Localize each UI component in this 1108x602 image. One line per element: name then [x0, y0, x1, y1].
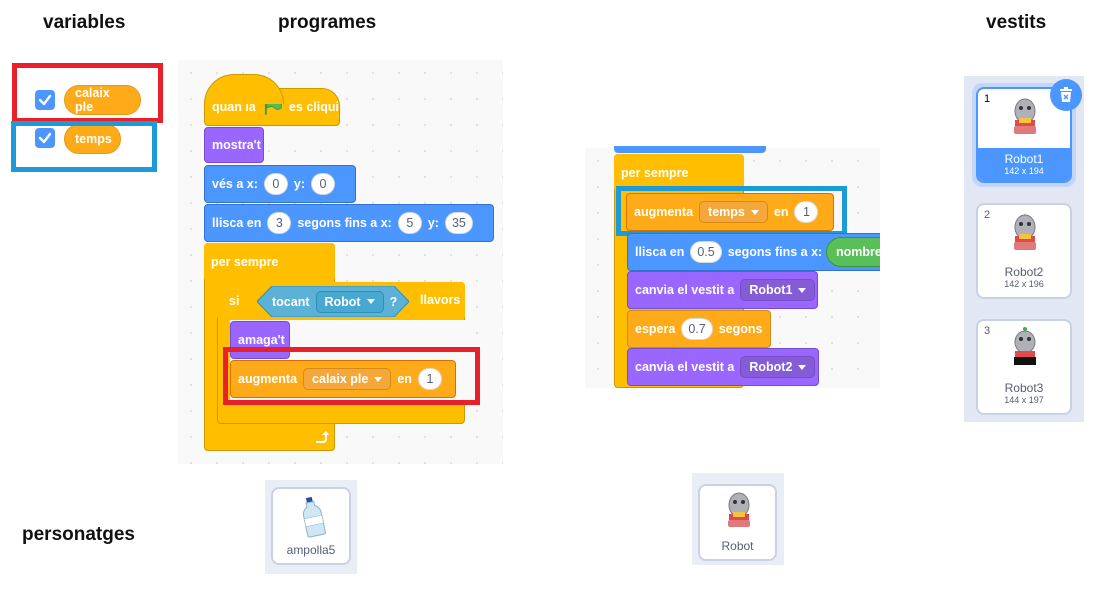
costume-tile-robot1[interactable]: 1 Robot1 142 x 194 — [976, 87, 1072, 183]
change-en: en — [397, 372, 412, 386]
switch1-label: canvia el vestit a — [635, 283, 735, 297]
change-temps-block[interactable]: augmenta temps en 1 — [626, 193, 834, 231]
personatges-heading: personatges — [22, 524, 135, 545]
forever-label-1: per sempre — [204, 243, 335, 281]
highlight-box-change-calaix — [223, 347, 480, 405]
if-then-label: llavors — [420, 293, 461, 307]
wait-secs-input[interactable]: 0.7 — [681, 318, 713, 340]
hat-suffix: es cliqui — [288, 100, 339, 114]
costume-number: 3 — [984, 325, 991, 337]
variables-heading: variables — [43, 12, 126, 33]
glide2-secs-input[interactable]: 0.5 — [690, 241, 722, 263]
sprite-name: ampolla5 — [286, 543, 336, 557]
sprite-tile-robot[interactable]: Robot — [698, 484, 777, 561]
highlight-box-calaix-ple — [12, 63, 163, 123]
delete-costume-button[interactable] — [1050, 79, 1082, 111]
checkmark-icon — [38, 132, 52, 144]
glide2-middle: segons fins a x: — [727, 245, 823, 259]
forever-label-2: per sempre — [614, 154, 744, 192]
glide-y-input[interactable]: 35 — [444, 212, 473, 234]
go-to-xy-block[interactable]: vés a x: 0 y: 0 — [204, 165, 356, 203]
hat-top — [204, 74, 284, 104]
show-block[interactable]: mostra't — [204, 127, 264, 163]
costume-name: Robot1 — [1004, 152, 1044, 166]
variable-reporter-temps[interactable]: temps — [64, 124, 121, 154]
wait-label: espera — [635, 322, 676, 336]
touching-question: ? — [389, 294, 398, 309]
costume-number: 1 — [984, 93, 991, 105]
glide-prefix: llisca en — [212, 216, 262, 230]
switch1-costume-dropdown[interactable]: Robot1 — [740, 279, 816, 301]
nombre-reporter[interactable]: nombre — [826, 237, 880, 267]
switch2-costume-dropdown[interactable]: Robot2 — [740, 356, 816, 378]
costume-label-bar: Robot1 142 x 194 — [978, 148, 1070, 181]
dropdown-arrow-icon — [374, 376, 383, 382]
glide-middle: segons fins a x: — [297, 216, 392, 230]
costume-name: Robot2 — [1004, 265, 1044, 279]
wait-block[interactable]: espera 0.7 segons — [627, 310, 771, 348]
touching-block[interactable]: tocant Robot ? — [257, 286, 409, 317]
programes-heading: programes — [278, 12, 377, 33]
glide-block[interactable]: llisca en 3 segons fins a x: 5 y: 35 — [204, 204, 494, 242]
goto-label: vés a x: — [212, 177, 258, 191]
trash-icon — [1060, 87, 1072, 102]
sprite-name: Robot — [721, 539, 754, 553]
costume-tile-robot2[interactable]: 2 Robot2 142 x 196 — [976, 203, 1072, 299]
change-label: augmenta — [238, 372, 298, 386]
change-calaix-ple-block[interactable]: augmenta calaix ple en 1 — [230, 360, 456, 398]
glide-y-label: y: — [427, 216, 439, 230]
change2-label: augmenta — [634, 205, 694, 219]
forever-bottom-arm — [204, 424, 335, 451]
switch-costume-robot2-block[interactable]: canvia el vestit a Robot2 — [627, 348, 819, 386]
goto-y-input[interactable]: 0 — [311, 173, 335, 195]
costume-size: 142 x 194 — [1004, 166, 1044, 176]
goto-x-input[interactable]: 0 — [263, 173, 288, 195]
bottle-icon — [302, 496, 326, 538]
loop-arrow-icon — [316, 431, 329, 443]
change-value-input[interactable]: 1 — [417, 368, 442, 390]
vestits-heading: vestits — [986, 12, 1047, 33]
change-variable-dropdown[interactable]: calaix ple — [303, 368, 392, 390]
touching-label: tocant — [272, 294, 310, 309]
checkmark-icon — [38, 94, 52, 106]
touching-target-dropdown[interactable]: Robot — [315, 290, 384, 313]
script2-cap — [614, 146, 766, 153]
dropdown-arrow-icon — [798, 287, 807, 293]
costume-size: 142 x 196 — [1004, 279, 1044, 289]
robot-icon — [1014, 98, 1036, 134]
dropdown-arrow-icon — [798, 364, 807, 370]
robot-icon — [1014, 327, 1036, 365]
variable-checkbox-calaix-ple[interactable] — [35, 90, 55, 110]
wait-suffix: segons — [718, 322, 763, 336]
robot-icon — [1014, 213, 1036, 250]
costume-size: 144 x 197 — [1004, 395, 1044, 405]
costume-name: Robot3 — [1004, 381, 1044, 395]
costume-tile-robot3[interactable]: 3 Robot3 144 x 197 — [976, 319, 1072, 415]
costume-number: 2 — [984, 209, 991, 221]
variable-checkbox-temps[interactable] — [35, 128, 55, 148]
sprite-tile-ampolla5[interactable]: ampolla5 — [271, 487, 351, 565]
change2-variable-dropdown[interactable]: temps — [699, 201, 768, 223]
goto-y-label: y: — [293, 177, 305, 191]
dropdown-arrow-icon — [366, 299, 375, 304]
robot-icon — [728, 492, 750, 527]
highlight-box-temps — [11, 121, 157, 172]
if-label: si — [229, 294, 240, 308]
change2-value-input[interactable]: 1 — [794, 201, 819, 223]
hide-block[interactable]: amaga't — [230, 321, 290, 359]
variable-reporter-calaix-ple[interactable]: calaix ple — [64, 85, 141, 115]
glide2-prefix: llisca en — [635, 245, 685, 259]
highlight-box-change-temps — [616, 186, 847, 236]
switch2-label: canvia el vestit a — [635, 360, 735, 374]
switch-costume-robot1-block[interactable]: canvia el vestit a Robot1 — [627, 271, 818, 309]
glide-secs-input[interactable]: 3 — [267, 212, 292, 234]
dropdown-arrow-icon — [750, 209, 759, 215]
glide-x-input[interactable]: 5 — [397, 212, 422, 234]
change2-en: en — [773, 205, 789, 219]
